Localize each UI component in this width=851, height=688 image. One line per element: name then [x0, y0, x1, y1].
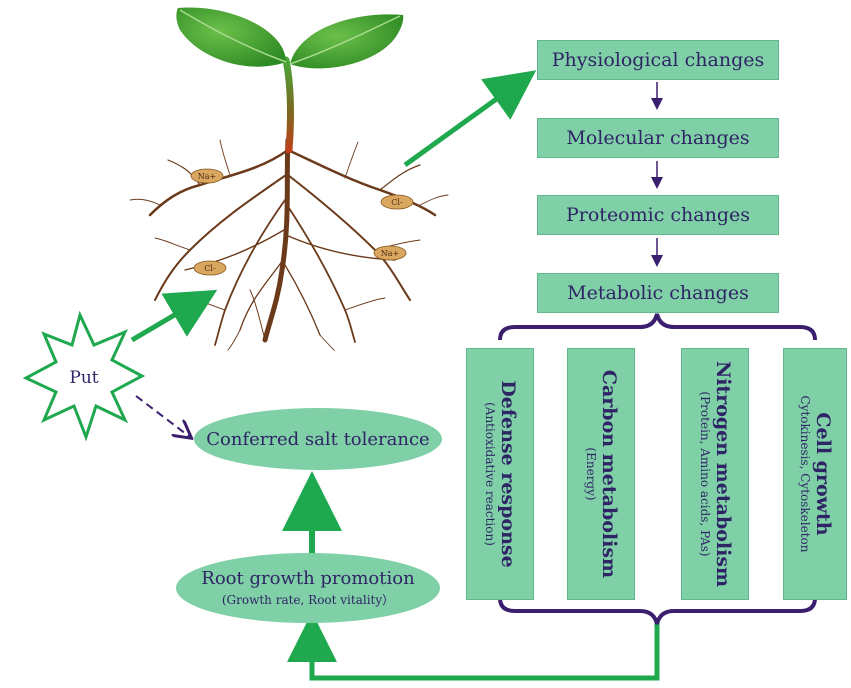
arrow-plant-to-cascade: [403, 70, 537, 168]
starburst-icon: Put: [22, 310, 146, 442]
ion-label: Cl-: [204, 264, 216, 273]
cascade-label: Metabolic changes: [567, 282, 749, 304]
pathway-subtitle: (Protein, Amino acids, PAs): [697, 391, 712, 557]
pathway-title: Nitrogen metabolism: [711, 360, 734, 588]
oval-salt-tolerance: Conferred salt tolerance: [194, 408, 442, 470]
top-brace: [498, 313, 817, 341]
ion-label: Na+: [198, 172, 216, 181]
pathway-box-defense: Defense response (Antioxidative reaction…: [466, 348, 534, 600]
ion-markers: Na+ Cl- Cl- Na+: [190, 168, 414, 276]
pathway-subtitle: (Energy): [583, 447, 598, 501]
cascade-label: Molecular changes: [566, 127, 750, 149]
cascade-box-molecular: Molecular changes: [537, 118, 779, 158]
dashed-arrow-put-to-tolerance: [135, 395, 190, 437]
root-growth-detail: (Growth rate, Root vitality）: [221, 593, 395, 607]
oval-root-growth: Root growth promotion (Growth rate, Root…: [176, 553, 440, 623]
root-growth-label: Root growth promotion: [201, 568, 415, 589]
pathway-subtitle: (Antioxidative reaction): [482, 402, 497, 546]
pathway-title: Cell growth: [811, 412, 834, 536]
cascade-box-proteomic: Proteomic changes: [537, 195, 779, 235]
arrow-put-to-plant: [130, 289, 218, 343]
pathway-subtitle: Cytokinesis, Cytoskeleton: [797, 395, 812, 553]
pathway-box-carbon: Carbon metabolism (Energy): [567, 348, 635, 600]
tolerance-label: Conferred salt tolerance: [206, 428, 430, 450]
pathway-box-nitrogen: Nitrogen metabolism (Protein, Amino acid…: [681, 348, 749, 600]
pathway-box-cell-growth: Cell growth Cytokinesis, Cytoskeleton: [783, 348, 847, 600]
cascade-box-physiological: Physiological changes: [537, 40, 779, 80]
arrow-pathways-to-root: [287, 612, 660, 681]
ion-label: Cl-: [391, 198, 403, 207]
trigger-label: Put: [69, 368, 98, 388]
cascade-box-metabolic: Metabolic changes: [537, 273, 779, 313]
bottom-brace: [498, 597, 817, 625]
cascade-label: Physiological changes: [551, 49, 765, 71]
pathway-title: Carbon metabolism: [597, 369, 620, 579]
ion-label: Na+: [381, 249, 399, 258]
plant-seedling-icon: [129, 7, 449, 351]
cascade-label: Proteomic changes: [566, 204, 750, 226]
pathway-title: Defense response: [496, 380, 519, 568]
